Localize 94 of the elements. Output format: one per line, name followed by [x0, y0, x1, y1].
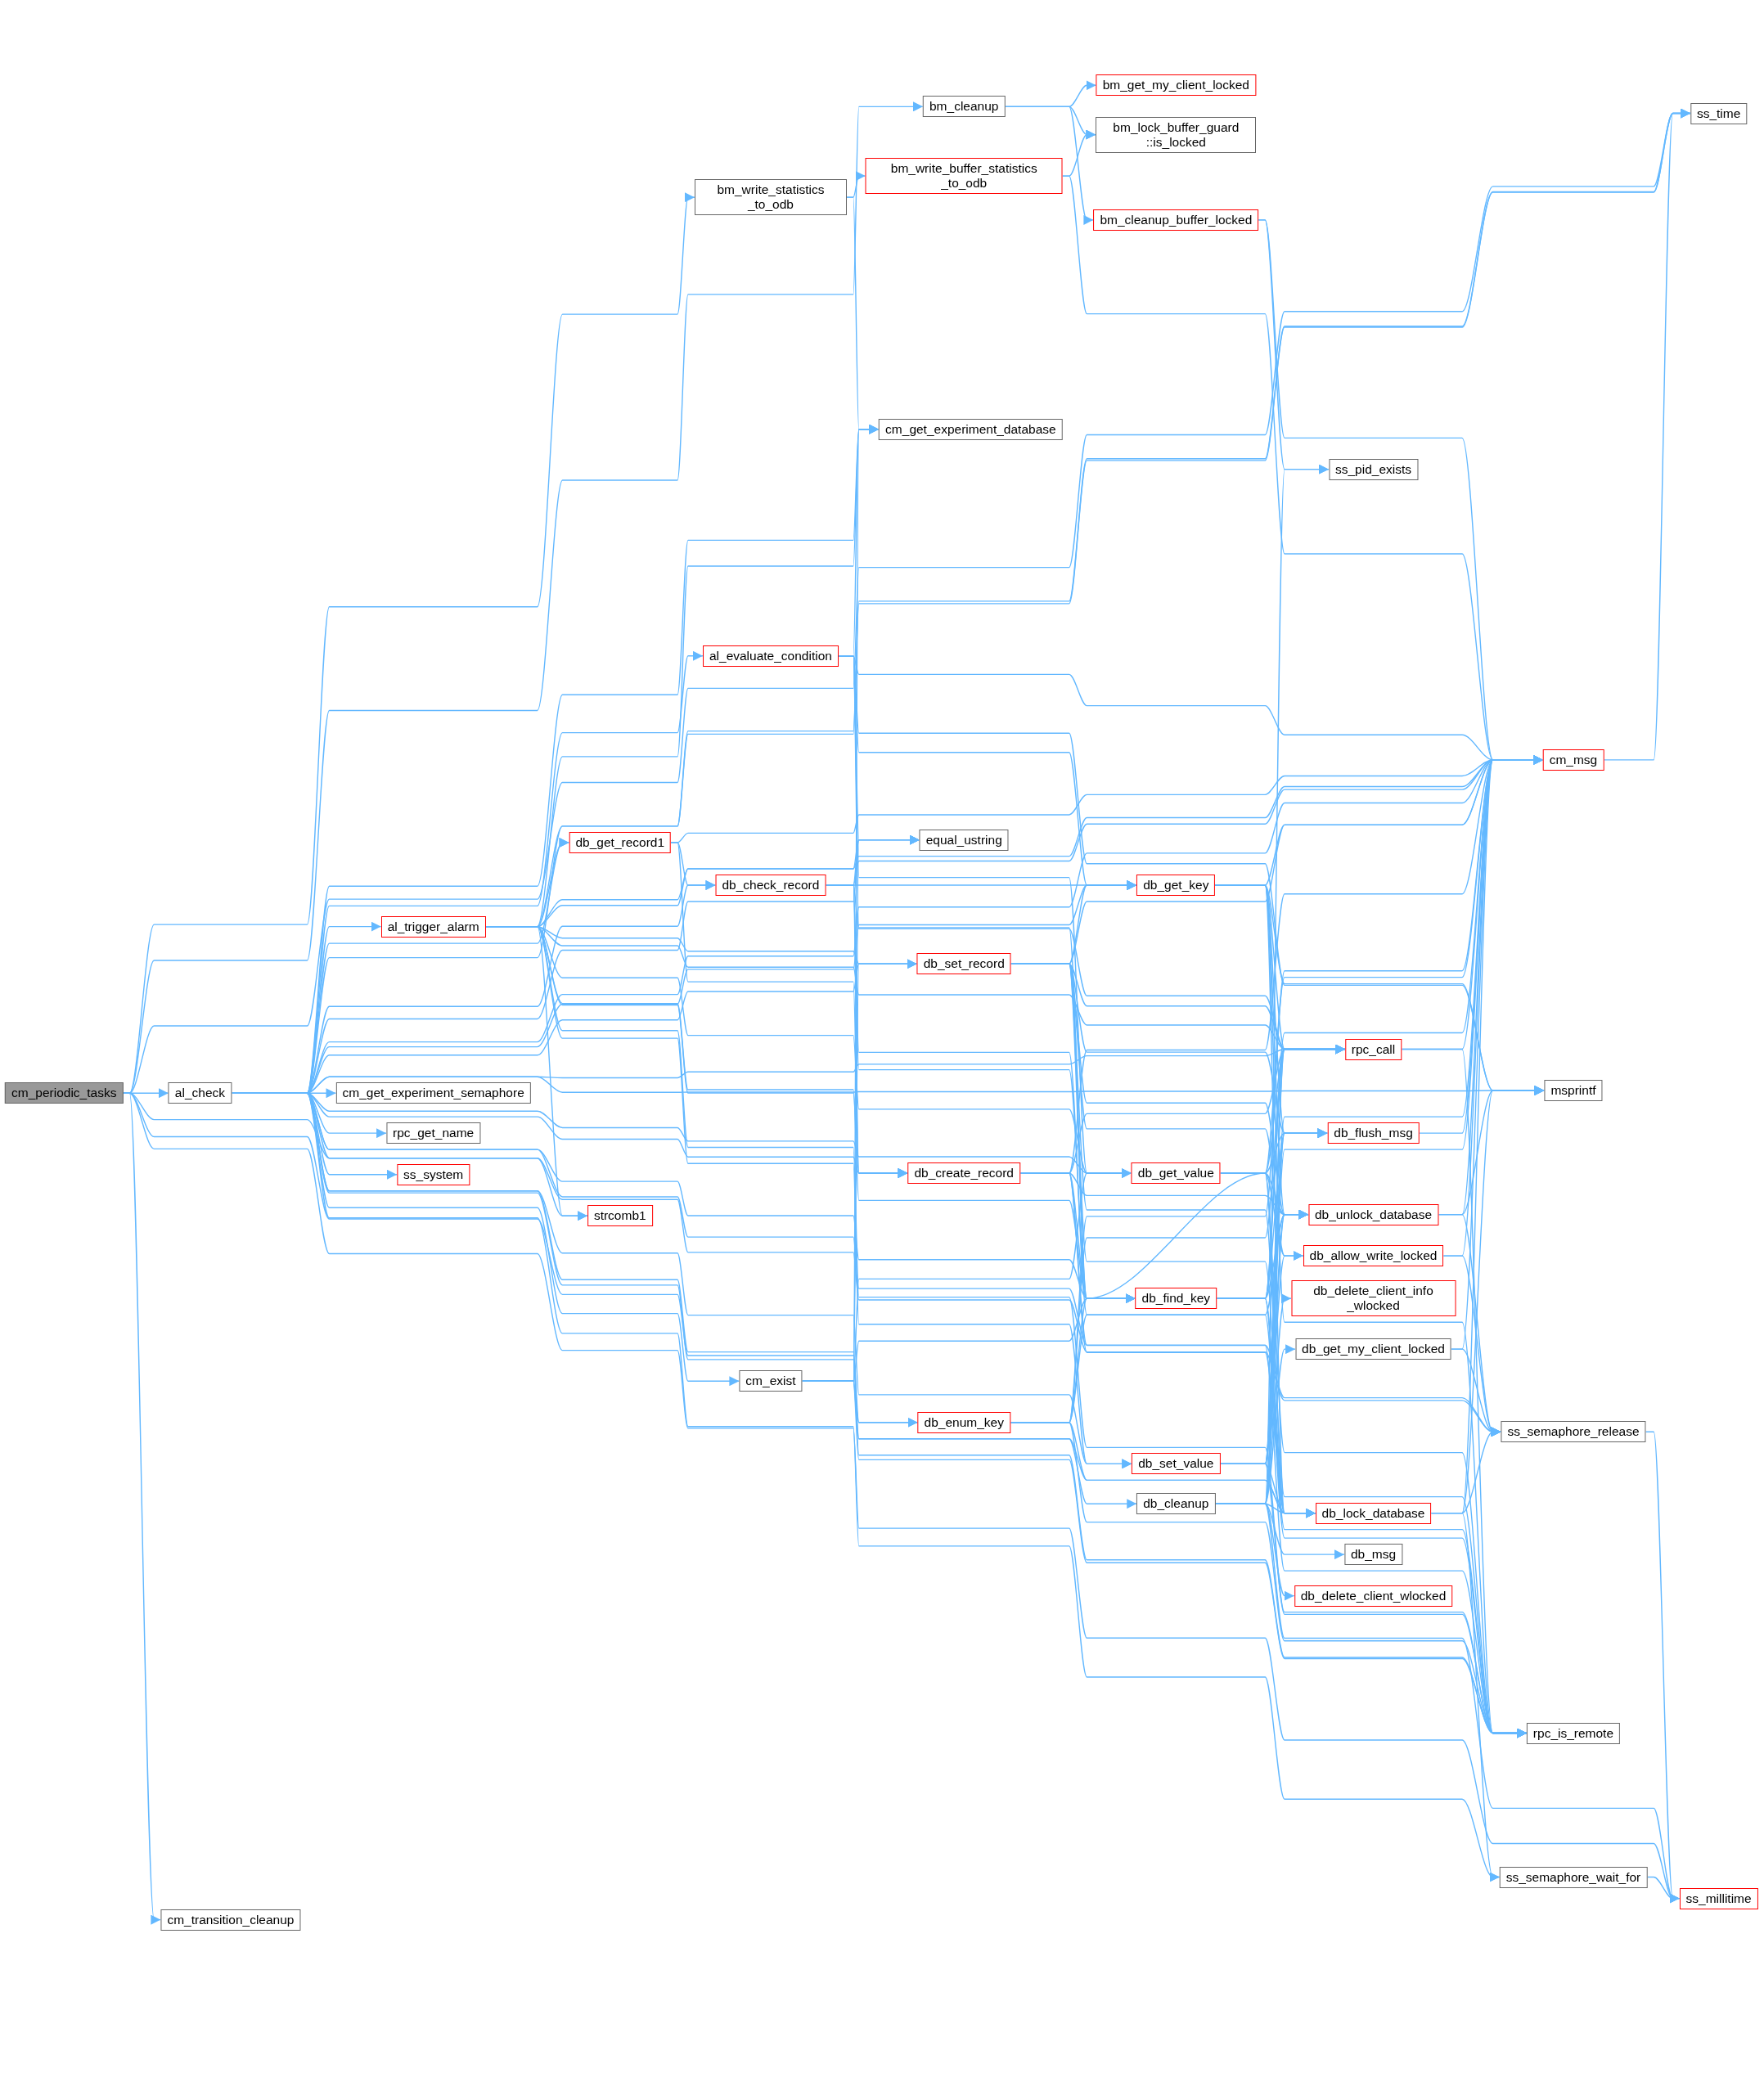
function-box	[1690, 102, 1748, 124]
function-box	[1295, 1338, 1451, 1360]
function-box	[715, 875, 826, 897]
function-box	[1294, 1585, 1453, 1607]
function-name: al_trigger_alarm	[387, 919, 479, 934]
function-box	[1499, 1866, 1648, 1888]
function-box	[1131, 1162, 1221, 1185]
function-box	[916, 953, 1011, 975]
function-box	[380, 915, 486, 938]
function-name: db_cleanup	[1143, 1496, 1209, 1512]
function-name: equal_ustring	[925, 832, 1002, 848]
function-box	[1343, 1544, 1403, 1566]
function-name: rpc_is_remote	[1532, 1725, 1614, 1741]
function-name: al_evaluate_condition	[709, 648, 832, 663]
call-arrow	[1004, 106, 1095, 225]
function-name: db_delete_client_wlocked	[1300, 1588, 1447, 1603]
function-box	[907, 1162, 1020, 1185]
function-name: db_create_record	[914, 1166, 1014, 1181]
function-name: cm_msg	[1549, 752, 1598, 767]
function-box	[1093, 209, 1259, 231]
function-name: db_get_value	[1137, 1166, 1214, 1181]
function-box	[1291, 1280, 1456, 1317]
function-name: cm_periodic_tasks	[11, 1086, 117, 1101]
function-name: db_delete_client_info _wlocked	[1312, 1284, 1434, 1314]
function-name: strcomb1	[593, 1208, 646, 1224]
function-name: cm_exist	[745, 1374, 796, 1389]
function-name: db_enum_key	[924, 1414, 1004, 1430]
call-arrow	[1603, 108, 1691, 761]
function-box	[1542, 749, 1604, 771]
function-box	[1303, 1245, 1444, 1267]
function-box	[1679, 1887, 1758, 1909]
function-name: db_flush_msg	[1334, 1126, 1413, 1141]
function-name: rpc_get_name	[393, 1126, 475, 1141]
function-name: msprintf	[1550, 1083, 1596, 1099]
function-name: db_set_record	[923, 956, 1005, 972]
function-name: db_allow_write_locked	[1309, 1248, 1438, 1264]
function-box	[1136, 1493, 1216, 1515]
function-name: db_get_key	[1143, 878, 1209, 893]
function-box	[865, 158, 1063, 195]
function-box	[1344, 1038, 1402, 1060]
function-name: db_find_key	[1141, 1291, 1211, 1306]
function-box	[1327, 1122, 1420, 1144]
function-name: bm_write_statistics _to_odb	[716, 182, 826, 213]
function-box	[739, 1370, 803, 1392]
function-box	[587, 1205, 653, 1227]
function-box	[569, 831, 672, 853]
function-box	[5, 1082, 124, 1104]
function-name: ss_system	[403, 1167, 464, 1182]
function-name: rpc_call	[1351, 1041, 1396, 1057]
function-name: cm_get_experiment_semaphore	[342, 1086, 524, 1101]
function-name: db_lock_database	[1321, 1505, 1425, 1521]
function-box	[160, 1909, 301, 1931]
call-arrow	[1430, 1427, 1502, 1514]
function-box	[1096, 116, 1257, 153]
function-box	[1308, 1203, 1439, 1225]
function-box	[397, 1163, 470, 1185]
function-name: db_get_record1	[575, 834, 665, 850]
function-name: bm_get_my_client_locked	[1102, 78, 1249, 93]
function-name: bm_cleanup_buffer_locked	[1100, 212, 1253, 227]
function-name: db_get_my_client_locked	[1302, 1342, 1445, 1357]
function-box	[335, 1082, 531, 1104]
function-box	[1136, 875, 1216, 897]
function-name: db_set_value	[1138, 1456, 1214, 1472]
function-box	[694, 179, 847, 216]
function-box	[919, 829, 1009, 851]
function-name: bm_write_buffer_statistics _to_odb	[889, 161, 1038, 191]
function-box	[1544, 1080, 1603, 1102]
function-name: cm_get_experiment_database	[885, 421, 1056, 437]
function-name: cm_transition_cleanup	[167, 1912, 295, 1927]
function-name: ss_semaphore_release	[1507, 1424, 1640, 1440]
function-name: al_check	[174, 1086, 226, 1101]
function-name: bm_cleanup	[929, 99, 999, 115]
function-box	[1096, 74, 1256, 97]
function-box	[1315, 1502, 1432, 1524]
function-name: ss_millitime	[1685, 1891, 1752, 1906]
function-box	[386, 1122, 481, 1144]
function-box	[702, 645, 839, 667]
function-name: db_check_record	[722, 878, 820, 893]
function-box	[168, 1082, 232, 1104]
function-name: ss_semaphore_wait_for	[1505, 1869, 1641, 1885]
function-box	[1132, 1453, 1221, 1475]
function-box	[1526, 1722, 1621, 1744]
function-name: db_msg	[1350, 1547, 1397, 1563]
function-box	[1501, 1421, 1646, 1443]
function-box	[1135, 1288, 1217, 1310]
function-box	[923, 96, 1006, 118]
call-arrow	[1646, 1876, 1681, 1904]
function-box	[879, 418, 1063, 440]
function-box	[917, 1411, 1010, 1433]
function-box	[1329, 458, 1419, 480]
function-name: db_unlock_database	[1315, 1207, 1433, 1222]
function-name: ss_pid_exists	[1335, 461, 1412, 477]
function-name: ss_time	[1696, 106, 1741, 121]
function-name: bm_lock_buffer_guard ::is_locked	[1112, 119, 1240, 150]
